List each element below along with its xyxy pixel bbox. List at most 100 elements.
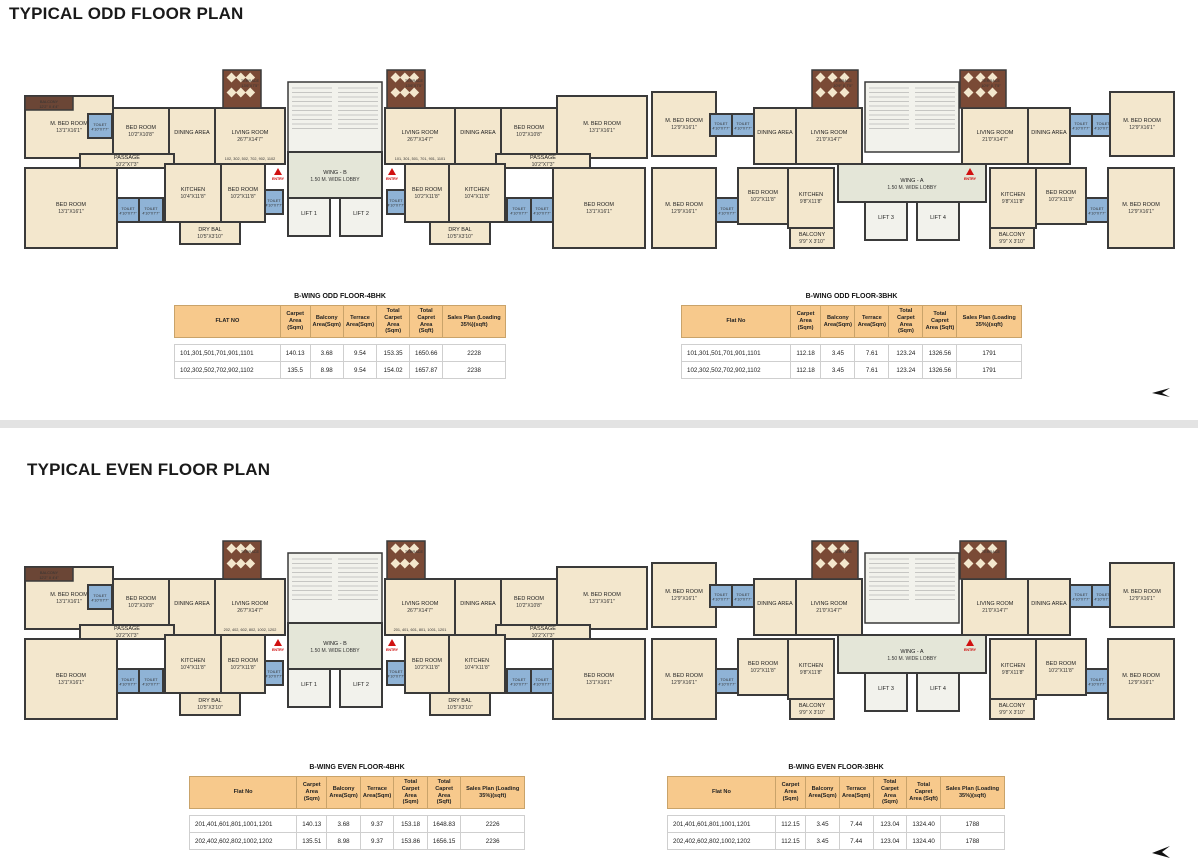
lift <box>339 197 383 237</box>
table-cell: 101,301,501,701,901,1101 <box>174 344 281 362</box>
room-label: KITCHEN <box>1001 192 1025 198</box>
toilet-label: TOILET <box>1096 593 1110 597</box>
living-room <box>384 107 456 165</box>
toilet-dimension: 4'10"X7'7" <box>387 204 405 208</box>
room-dimension: 26'7"X14'7" <box>407 608 433 614</box>
terrace-tile <box>975 558 986 569</box>
table-cell: 7.61 <box>854 361 890 379</box>
living-room <box>795 107 863 165</box>
toilet-dimension: 4'10"X7'7" <box>1072 127 1090 131</box>
table-cell: 153.35 <box>376 344 411 362</box>
room-label: LIFT 2 <box>353 211 369 217</box>
master-bedroom <box>1109 562 1175 628</box>
room-label: M. BED ROOM <box>665 589 703 595</box>
toilet-label: TOILET <box>389 670 403 674</box>
room-dimension: 12'9"X16'1" <box>1129 596 1155 602</box>
table-cell: 1324.40 <box>906 832 941 850</box>
odd-floor-heading: TYPICAL ODD FLOOR PLAN <box>9 4 244 23</box>
room-dimension: 26'7"X14'7" <box>237 608 263 614</box>
table-title: B-WING ODD FLOOR-3BHK <box>805 293 898 300</box>
toilet-label: TOILET <box>736 593 750 597</box>
lift <box>287 197 331 237</box>
table-header-cell: Carpet Area (Sqm) <box>296 776 328 809</box>
bedroom <box>737 638 789 696</box>
room-dimension: 9'8"X11'8" <box>1002 670 1025 676</box>
toilet-dimension: 4'10"X7'7" <box>1088 683 1106 687</box>
terrace-tile <box>245 72 256 83</box>
toilet <box>138 197 164 223</box>
room-dimension: 10'4"X11'8" <box>464 194 489 200</box>
room-label: BALCONY <box>799 232 826 238</box>
terrace-label: TERRACE <box>405 79 424 83</box>
lobby-label: 1.50 M. WIDE LOBBY <box>310 648 360 654</box>
room-label: KITCHEN <box>465 658 489 664</box>
terrace-tile <box>827 558 838 569</box>
room-label: DINING AREA <box>174 601 210 607</box>
room-dimension: 13'1"X16'1" <box>58 680 84 686</box>
living-room <box>961 578 1029 636</box>
balcony-label: BALCONY <box>40 571 59 575</box>
terrace-tile <box>245 558 256 569</box>
room-label: DINING AREA <box>174 130 210 136</box>
terrace-tile <box>963 543 974 554</box>
toilet-label: TOILET <box>121 678 135 682</box>
entry-label: ENTRY <box>272 177 285 181</box>
lobby <box>287 622 383 670</box>
terrace-tile <box>226 87 237 98</box>
room-dimension: 13'1"X16'1" <box>56 599 82 605</box>
even-floor-heading: TYPICAL EVEN FLOOR PLAN <box>27 460 271 479</box>
bedroom <box>500 578 558 626</box>
lobby <box>837 634 987 674</box>
toilet-label: TOILET <box>714 593 728 597</box>
terrace-tile <box>235 87 246 98</box>
wing-label: WING - A <box>900 649 924 655</box>
room-label: DINING AREA <box>1031 130 1067 136</box>
table-title: B-WING EVEN FLOOR-3BHK <box>788 764 884 771</box>
balcony <box>989 227 1035 249</box>
terrace-tile <box>839 543 850 554</box>
toilet-label: TOILET <box>720 207 734 211</box>
table-header-cell: Sales Plan (Loading 35%)(sqft) <box>939 776 1006 809</box>
terrace-tile <box>399 558 410 569</box>
table-cell: 8.98 <box>309 361 344 379</box>
terrace-tile <box>963 558 974 569</box>
toilet-label: TOILET <box>389 199 403 203</box>
table-title: B-WING EVEN FLOOR-4BHK <box>309 764 405 771</box>
master-bedroom <box>556 566 648 630</box>
terrace-tile <box>235 543 246 554</box>
terrace-tile <box>987 87 998 98</box>
flat-numbers: 101, 301, 501, 701, 901, 1101 <box>395 157 445 161</box>
toilet-label: TOILET <box>1074 593 1088 597</box>
table-cell: 123.24 <box>888 361 924 379</box>
terrace-dimension: 13'6"X7'5" <box>241 84 259 88</box>
room-label: M. BED ROOM <box>665 118 703 124</box>
table-cell: 112.15 <box>774 815 807 833</box>
room-label: BED ROOM <box>1046 190 1076 196</box>
room-label: DINING AREA <box>1031 601 1067 607</box>
room-label: BED ROOM <box>584 673 614 679</box>
room-label: LIFT 4 <box>930 686 946 692</box>
room-dimension: 10'5"X3'10" <box>197 705 223 711</box>
terrace-tile <box>963 87 974 98</box>
master-bedroom <box>1109 91 1175 157</box>
balcony <box>989 698 1035 720</box>
room-dimension: 10'2"X10'8" <box>516 132 542 138</box>
room-dimension: 9'9" X 3'10" <box>799 710 825 716</box>
room-label: BED ROOM <box>748 190 778 196</box>
terrace-tile <box>815 543 826 554</box>
table-cell: 102,302,502,702,902,1102 <box>681 361 791 379</box>
table-cell: 1657.87 <box>409 361 444 379</box>
living-room <box>961 107 1029 165</box>
table-cell: 112.15 <box>774 832 807 850</box>
entry-triangle-icon <box>388 639 396 646</box>
toilet-dimension: 4'10"X7'7" <box>1088 212 1106 216</box>
room-label: M. BED ROOM <box>1123 589 1161 595</box>
flat-numbers: 202, 402, 602, 802, 1002, 1202 <box>224 628 277 632</box>
table-header-cell: Flat No <box>667 776 776 809</box>
toilet <box>264 189 284 215</box>
